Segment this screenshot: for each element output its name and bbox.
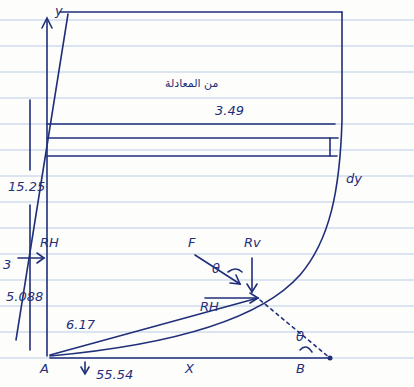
dimension-label: 3	[3, 258, 11, 272]
dimension-label: dy	[346, 172, 362, 186]
axis-arrow	[42, 18, 52, 28]
point-label: A	[40, 362, 49, 376]
water-surface	[60, 11, 342, 13]
force-arrow	[205, 297, 258, 299]
dy-mark	[329, 138, 331, 156]
dimension-label: 55.54	[96, 368, 133, 382]
ruled-paper	[0, 20, 414, 358]
point-label: X	[185, 362, 194, 376]
angle-arc	[300, 347, 312, 352]
force-label: F	[188, 236, 195, 250]
note-arabic: من المعادلة	[165, 78, 218, 90]
force-arrow	[251, 258, 253, 292]
y-axis	[46, 20, 48, 356]
dimension-label: 3.49	[215, 104, 244, 118]
angle-label: θ	[296, 330, 304, 344]
strip	[47, 137, 338, 139]
dimension-line	[29, 205, 31, 350]
gate-curve	[50, 12, 342, 356]
base-line	[50, 357, 330, 359]
dimension-label: 5.088	[6, 290, 43, 304]
dimension-line	[47, 123, 335, 125]
angle-arc	[228, 269, 242, 272]
center-point	[328, 356, 333, 361]
strip	[47, 155, 337, 157]
axis-label: y	[55, 4, 63, 18]
dimension-line	[29, 100, 31, 170]
moment-arm	[50, 298, 258, 355]
radius-line	[260, 300, 330, 358]
tick	[84, 362, 86, 372]
point-label: B	[296, 362, 305, 376]
dimension-label: 15.25	[8, 180, 45, 194]
force-label: Rv	[244, 236, 261, 250]
force-label: RH	[200, 300, 219, 314]
force-arrow	[18, 257, 44, 259]
dimension-label: 6.17	[66, 318, 95, 332]
force-label: RH	[40, 236, 59, 250]
angle-label: θ	[212, 262, 220, 276]
